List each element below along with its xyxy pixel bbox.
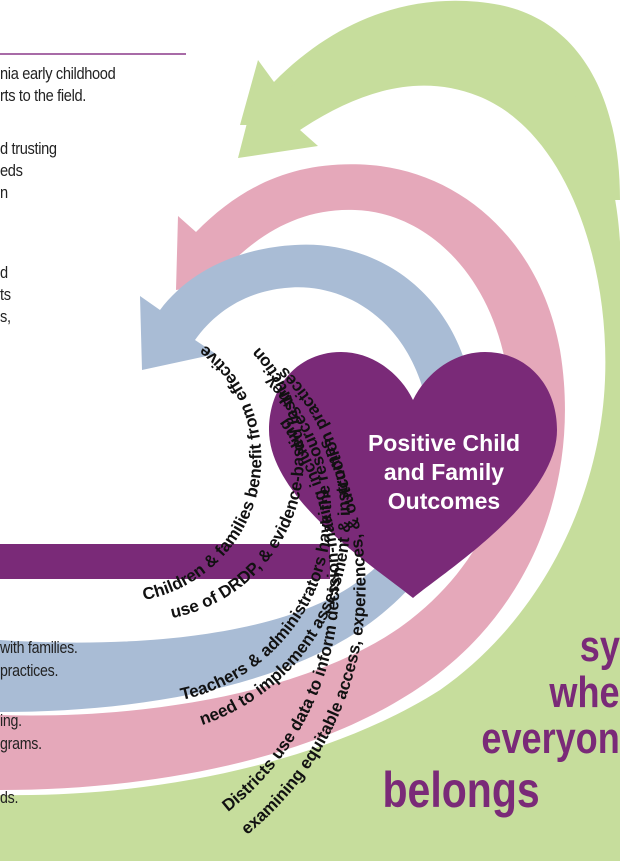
blue-band-line: practices. bbox=[0, 662, 59, 680]
intro-line: n bbox=[0, 183, 8, 202]
headline-line: everyon bbox=[481, 714, 620, 763]
outcomes-heart bbox=[269, 352, 557, 598]
blue-arrow-band bbox=[0, 244, 476, 713]
pink-band-line: ing. bbox=[0, 712, 22, 730]
heart-line: and Family bbox=[383, 459, 505, 485]
intro-line: ts bbox=[0, 285, 11, 304]
blue-band-line: with families. bbox=[0, 639, 78, 657]
headline-line: belongs bbox=[382, 762, 540, 818]
intro-line: eds bbox=[0, 161, 23, 180]
intro-line: nia early childhood bbox=[0, 64, 116, 83]
heart-label: Positive Child and Family Outcomes bbox=[364, 429, 524, 516]
headline-line: sy bbox=[579, 622, 620, 671]
heart-line: Outcomes bbox=[387, 488, 501, 514]
green-arrow-body bbox=[0, 32, 620, 861]
green-band-line: ds. bbox=[0, 789, 19, 807]
intro-line: rts to the field. bbox=[0, 86, 86, 105]
intro-line: d trusting bbox=[0, 139, 57, 158]
pink-arrow-band bbox=[0, 164, 565, 791]
headline-line: whe bbox=[549, 668, 620, 717]
purple-bar bbox=[0, 544, 330, 579]
pink-band-line: grams. bbox=[0, 735, 42, 753]
heart-line: Positive Child bbox=[367, 430, 521, 456]
intro-line: s, bbox=[0, 307, 11, 326]
intro-line: d bbox=[0, 263, 8, 282]
